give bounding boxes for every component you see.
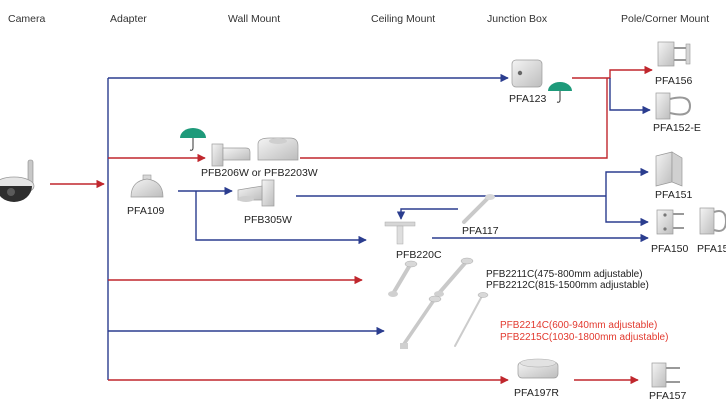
pfb2203w-wall-mount-icon	[257, 137, 299, 161]
pfb305w-wall-mount-icon	[237, 179, 275, 207]
label-pfb2215c: PFB2215C(1030-1800mm adjustable)	[500, 332, 668, 343]
label-pfa109: PFA109	[127, 205, 165, 217]
pfb2215c-pendant-mount-icon	[454, 292, 489, 347]
header-pole-corner-mount: Pole/Corner Mount	[621, 13, 709, 25]
header-ceiling-mount: Ceiling Mount	[371, 13, 435, 25]
pfb2214c-pendant-mount-icon	[400, 295, 442, 349]
label-pfb220c: PFB220C	[396, 249, 442, 261]
pfb2212c-pendant-mount-icon	[434, 257, 474, 297]
label-pfa152e: PFA152-E	[653, 122, 701, 134]
pfa150-pole-mount-icon	[656, 209, 684, 235]
umbrella-icon	[180, 128, 206, 151]
label-pfb2212c: PFB2212C(815-1500mm adjustable)	[486, 280, 649, 291]
header-adapter: Adapter	[110, 13, 147, 25]
pfa109-adapter-icon	[130, 174, 164, 198]
label-pfb2214c: PFB2214C(600-940mm adjustable)	[500, 320, 657, 331]
pfa152e-pole-mount-icon	[655, 92, 692, 120]
label-pfb206w: PFB206W or PFB2203W	[201, 167, 318, 179]
pfa15x-pole-mount-icon	[699, 207, 726, 235]
dome-camera-icon	[0, 159, 35, 202]
pfb220c-ceiling-mount-icon	[384, 221, 416, 245]
pfa197r-adapter-icon	[517, 358, 559, 379]
label-pfa156: PFA156	[655, 75, 693, 87]
pfb2211c-pendant-mount-icon	[388, 260, 418, 297]
pfa151-corner-mount-icon	[655, 151, 683, 187]
header-camera: Camera	[8, 13, 46, 25]
connector-lines	[50, 65, 653, 385]
label-pfa151: PFA151	[655, 189, 693, 201]
label-pfa117: PFA117	[462, 225, 499, 237]
label-pfb305w: PFB305W	[244, 214, 292, 226]
header-wall-mount: Wall Mount	[228, 13, 280, 25]
label-pfa150: PFA150	[651, 243, 689, 255]
header-junction-box: Junction Box	[487, 13, 548, 25]
label-pfa15x: PFA15	[697, 243, 726, 255]
pfa123-junction-box-icon	[511, 59, 543, 88]
pfa156-pole-mount-icon	[657, 41, 691, 67]
label-pfb2211c: PFB2211C(475-800mm adjustable)	[486, 269, 643, 280]
label-pfa123: PFA123	[509, 93, 547, 105]
pfb206w-wall-mount-icon	[211, 143, 251, 167]
umbrella-icon	[548, 82, 572, 103]
pfa117-ceiling-mount-icon	[462, 194, 495, 224]
label-pfa157: PFA157	[649, 390, 687, 401]
label-pfa197r: PFA197R	[514, 387, 559, 399]
pfa157-pole-mount-icon	[651, 362, 680, 388]
